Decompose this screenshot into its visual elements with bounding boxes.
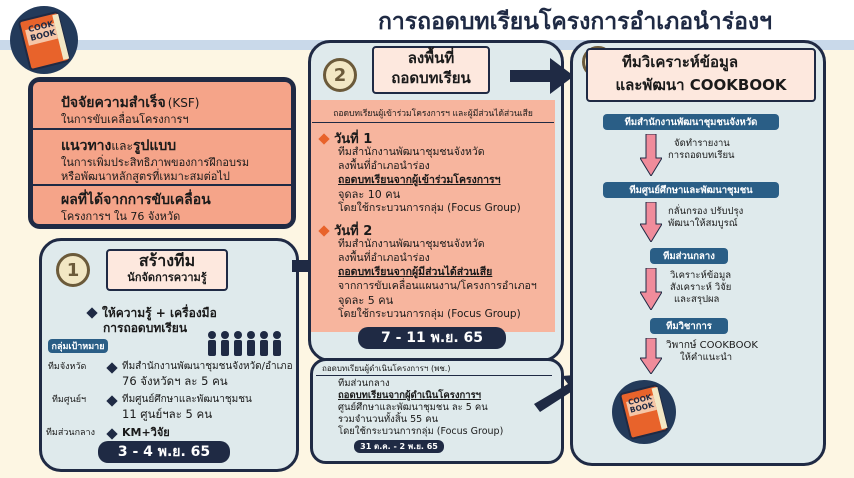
step2-day1: วันที่ 1 xyxy=(318,128,373,149)
day1-after: จุดละ 10 คน xyxy=(338,188,401,201)
flow-team: ทีมส่วนกลาง xyxy=(650,248,728,264)
approach-box: แนวทางและรูปแบบ ในการเพิ่มประสิทธิภาพของ… xyxy=(33,130,291,184)
step1-title: สร้างทีม xyxy=(138,251,196,270)
step2-title-box: ลงพื้นที่ ถอดบทเรียน xyxy=(372,46,490,94)
step2-date: 7 - 11 พ.ย. 65 xyxy=(358,327,506,349)
step2b-after: รวมจำนวนทั้งสิ้น 55 คน xyxy=(338,414,439,425)
step2b-after: ศูนย์ศึกษาและพัฒนาชุมชน ละ 5 คน xyxy=(338,402,488,413)
step3-title-line2: และพัฒนา COOKBOOK xyxy=(615,76,787,94)
row-label: ทีมส่วนกลาง xyxy=(46,428,95,438)
day2-after: จากการขับเคลื่อนแผนงาน/โครงการอำเภอฯ xyxy=(338,280,537,292)
approach-title-b: รูปแบบ xyxy=(132,138,177,154)
day2-after: จุดละ 5 คน xyxy=(338,294,394,307)
row-line1: ทีมศูนย์ศึกษาและพัฒนาชุมชน xyxy=(122,394,252,405)
step2-title-line2: ถอดบทเรียน xyxy=(391,69,471,87)
step2b-date: 31 ต.ค. - 2 พ.ย. 65 xyxy=(354,440,444,453)
day1-line: ทีมสำนักงานพัฒนาชุมชนจังหวัด xyxy=(338,146,485,158)
step2-header: ถอดบทเรียนผู้เข้าร่วมโครงการฯ และผู้มีส่… xyxy=(312,108,554,123)
step1-title-box: สร้างทีม นักจัดการความรู้ xyxy=(106,249,228,291)
step2b-header-text: ถอดบทเรียนผู้ดำเนินโครงการฯ (พช.) xyxy=(322,364,451,373)
flow-team: ทีมวิชาการ xyxy=(650,318,728,334)
day2-underline: ถอดบทเรียนจากผู้มีส่วนได้ส่วนเสีย xyxy=(338,266,493,278)
target-row-province: ทีมจังหวัด ทีมสำนักงานพัฒนาชุมชนจังหวัด/… xyxy=(46,360,293,392)
day2-line: ทีมสำนักงานพัฒนาชุมชนจังหวัด xyxy=(338,238,485,250)
flow-task: สังเคราะห์ วิจัย xyxy=(670,282,732,293)
flow-task: และสรุปผล xyxy=(674,294,720,305)
step2-title-line1: ลงพื้นที่ xyxy=(407,49,455,67)
result-sub: โครงการฯ ใน 76 จังหวัด xyxy=(61,210,181,223)
cookbook-illustration: COOK BOOK xyxy=(4,4,82,76)
flow-task: จัดทำรายงาน xyxy=(674,138,730,149)
row-line1: ทีมสำนักงานพัฒนาชุมชนจังหวัด/อำเภอ xyxy=(122,361,293,372)
day1-after: โดยใช้กระบวนการกลุ่ม (Focus Group) xyxy=(338,202,521,214)
flow-team: ทีมศูนย์ศึกษาและพัฒนาชุมชน xyxy=(603,182,779,198)
diamond-icon xyxy=(106,395,118,407)
step2-salmon-area xyxy=(311,100,555,332)
day2-line: ลงพื้นที่อำเภอนำร่อง xyxy=(338,252,430,264)
row-line2: 76 จังหวัดฯ ละ 5 คน xyxy=(122,374,228,388)
target-row-center: ทีมศูนย์ฯ ทีมศูนย์ศึกษาและพัฒนาชุมชน 11 … xyxy=(46,393,290,425)
cookbook-illustration-bottom: COOK BOOK xyxy=(608,376,680,448)
ksf-title: ปัจจัยความสำเร็จ xyxy=(61,95,166,111)
approach-title-a: แนวทาง xyxy=(61,138,112,154)
row-line2: 11 ศูนย์ฯละ 5 คน xyxy=(122,407,213,421)
flow-task: วิพากษ์ COOKBOOK xyxy=(666,340,758,351)
arrow-down-icon xyxy=(640,202,662,242)
cookbook-icon xyxy=(10,6,78,74)
cookbook-icon xyxy=(612,380,676,444)
arrow-down-icon xyxy=(640,268,662,310)
ksf-suffix: (KSF) xyxy=(167,96,200,110)
row-line1: KM+วิจัย xyxy=(122,426,170,439)
step1-date: 3 - 4 พ.ย. 65 xyxy=(98,441,230,463)
step2-number: 2 xyxy=(323,58,357,92)
step1-bullet-text: ให้ความรู้ + เครื่องมือ xyxy=(102,306,217,320)
diamond-icon xyxy=(318,225,330,237)
flow-task: กลั่นกรอง ปรับปรุง xyxy=(668,206,744,217)
target-group-label: กลุ่มเป้าหมาย xyxy=(48,339,108,353)
diamond-icon xyxy=(106,428,118,440)
row-label: ทีมจังหวัด xyxy=(48,362,87,372)
diamond-icon xyxy=(86,307,98,319)
ksf-box: ปัจจัยความสำเร็จ(KSF) ในการขับเคลื่อนโคร… xyxy=(33,82,291,128)
step1-bullet: ให้ความรู้ + เครื่องมือ xyxy=(86,304,217,323)
day1-label: วันที่ 1 xyxy=(334,132,373,147)
day1-line: ลงพื้นที่อำเภอนำร่อง xyxy=(338,160,430,172)
day2-label: วันที่ 2 xyxy=(334,224,373,239)
day1-underline: ถอดบทเรียนจากผู้เข้าร่วมโครงการฯ xyxy=(338,174,501,186)
people-icon xyxy=(208,331,281,356)
arrow-down-icon xyxy=(640,134,662,176)
step1-bullet2: การถอดบทเรียน xyxy=(103,321,188,335)
flow-task: พัฒนาให้สมบูรณ์ xyxy=(668,218,738,229)
step3-title-line1: ทีมวิเคราะห์ข้อมูล xyxy=(622,53,739,71)
approach-line-1: ในการเพิ่มประสิทธิภาพของการฝึกอบรม xyxy=(61,156,250,169)
step2b-line: ทีมส่วนกลาง xyxy=(338,378,390,389)
target-row-central: ทีมส่วนกลาง KM+วิจัย xyxy=(46,426,290,442)
step1-subtitle: นักจัดการความรู้ xyxy=(127,271,207,284)
diamond-icon xyxy=(106,362,118,374)
diamond-icon xyxy=(318,133,330,145)
step2b-underline: ถอดบทเรียนจากผู้ดำเนินโครงการฯ xyxy=(338,390,482,401)
flow-team: ทีมสำนักงานพัฒนาชุมชนจังหวัด xyxy=(603,114,779,130)
step2b-after: โดยใช้กระบวนการกลุ่ม (Focus Group) xyxy=(338,426,504,437)
result-box: ผลที่ได้จากการขับเคลื่อน โครงการฯ ใน 76 … xyxy=(33,186,291,224)
row-label: ทีมศูนย์ฯ xyxy=(52,395,87,405)
page-title: การถอดบทเรียนโครงการอำเภอนำร่องฯ xyxy=(377,9,773,35)
result-title: ผลที่ได้จากการขับเคลื่อน xyxy=(61,192,211,208)
approach-line-2: หรือพัฒนาหลักสูตรที่เหมาะสมต่อไป xyxy=(61,170,230,183)
flow-task: วิเคราะห์ข้อมูล xyxy=(670,270,732,281)
approach-title-mid: และ xyxy=(111,139,133,153)
step2-day2: วันที่ 2 xyxy=(318,220,373,241)
arrow-down-icon xyxy=(640,338,662,374)
day2-after: โดยใช้กระบวนการกลุ่ม (Focus Group) xyxy=(338,308,521,320)
flow-task: ให้คำแนะนำ xyxy=(680,352,733,363)
ksf-sub: ในการขับเคลื่อนโครงการฯ xyxy=(61,113,189,126)
arrow-right-icon xyxy=(510,58,574,94)
flow-task: การถอดบทเรียน xyxy=(668,150,735,161)
step1-number: 1 xyxy=(56,253,90,287)
step3-title-box: ทีมวิเคราะห์ข้อมูล และพัฒนา COOKBOOK xyxy=(586,48,816,102)
step2b-header: ถอดบทเรียนผู้ดำเนินโครงการฯ (พช.) xyxy=(316,363,552,376)
step2-header-text: ถอดบทเรียนผู้เข้าร่วมโครงการฯ และผู้มีส่… xyxy=(333,109,533,119)
